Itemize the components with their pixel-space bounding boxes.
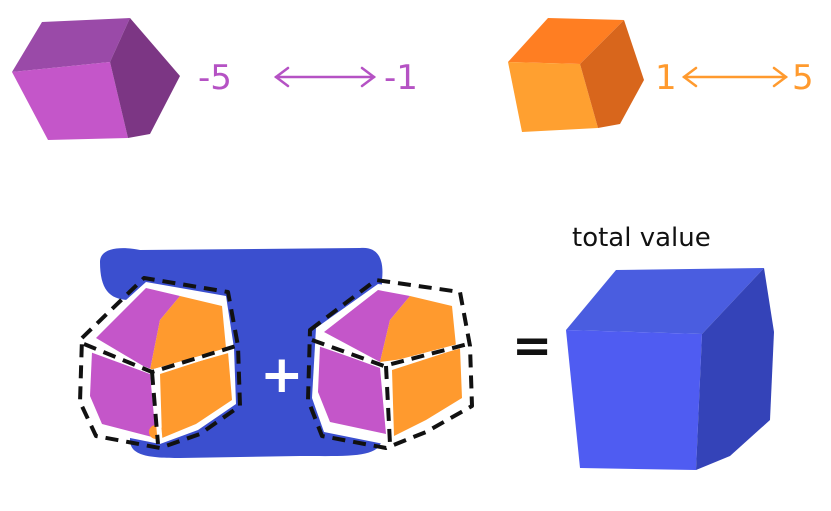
positive-range-min: 1 [655, 58, 677, 98]
negative-range-max: -1 [384, 58, 418, 98]
blue-total-cube-icon [566, 268, 774, 470]
positive-range-max: 5 [792, 58, 814, 98]
negative-range-min: -5 [198, 58, 232, 98]
orange-cube-icon [508, 18, 644, 132]
mixed-cube-right-icon [306, 278, 474, 450]
purple-cube-icon [12, 18, 180, 140]
positive-range-arrow [681, 66, 789, 88]
mixed-cube-left-icon [78, 276, 242, 450]
negative-range-arrow [273, 66, 377, 88]
equals-symbol: = [512, 318, 552, 374]
total-value-label: total value [572, 223, 711, 253]
plus-symbol: + [260, 345, 304, 405]
